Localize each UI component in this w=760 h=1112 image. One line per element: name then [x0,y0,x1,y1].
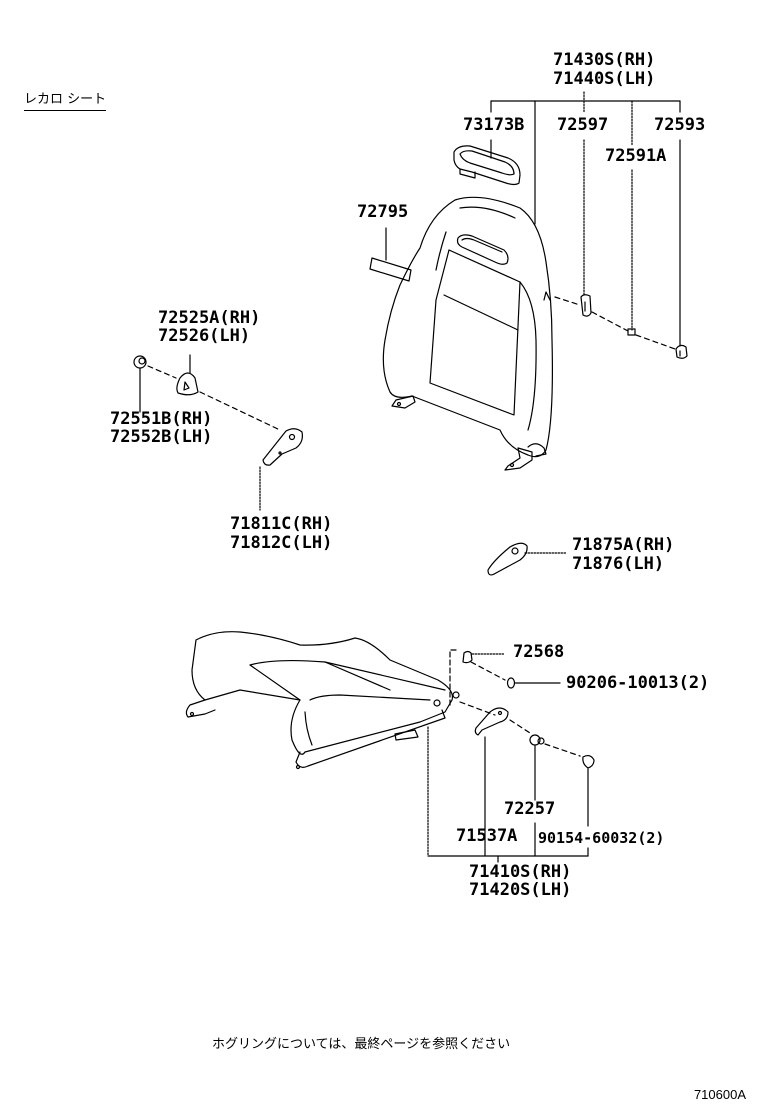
label-recliner-cover-lh[interactable]: 72526(LH) [158,326,251,346]
label-knob-lh[interactable]: 72552B(LH) [110,427,213,447]
label-cushion-assy-rh[interactable]: 71410S(RH) [469,862,572,882]
label-73173b[interactable]: 73173B [463,115,525,135]
recliner-cover-72525a[interactable] [176,372,199,396]
label-72795[interactable]: 72795 [357,202,409,222]
footnote: ホグリングについては、最終ページを参照ください [212,1037,511,1052]
strap-72795[interactable] [369,257,412,282]
screw-90206-10013[interactable] [506,677,516,689]
label-seatback-assy-rh[interactable]: 71430S(RH) [553,50,656,70]
cover-72568[interactable] [462,650,473,664]
knob-72551b[interactable] [133,355,147,369]
label-72591a[interactable]: 72591A [605,146,667,166]
label-hinge-cover-rh[interactable]: 71875A(RH) [572,535,675,555]
bolt-90154-60032[interactable] [582,754,595,769]
clip-72591a[interactable] [627,328,636,336]
bracket-71537a[interactable] [474,707,509,736]
label-recliner-cover-rh[interactable]: 72525A(RH) [158,308,261,328]
label-recliner-bracket-rh[interactable]: 71811C(RH) [230,514,333,534]
label-72597[interactable]: 72597 [557,115,609,135]
headrest-guide-73173b[interactable] [453,145,521,186]
label-cushion-assy-lh[interactable]: 71420S(LH) [469,880,572,900]
seatback-72795-body[interactable] [382,196,553,471]
cap-72593[interactable] [675,344,688,359]
label-screw-90154[interactable]: 90154-60032(2) [538,829,665,847]
label-71537a[interactable]: 71537A [456,826,518,846]
label-hinge-cover-lh[interactable]: 71876(LH) [572,554,665,574]
cover-72597[interactable] [580,294,592,317]
label-72568[interactable]: 72568 [513,642,565,662]
seat-cushion-body[interactable] [185,631,460,857]
seatback-leader-bracket [490,91,681,225]
recliner-bracket-71811c[interactable] [262,428,303,466]
hinge-cover-71875a[interactable] [487,542,528,576]
label-72257[interactable]: 72257 [504,799,556,819]
label-knob-rh[interactable]: 72551B(RH) [110,409,213,429]
label-72593[interactable]: 72593 [654,115,706,135]
figure-code: 710600A [693,1087,746,1102]
label-recliner-bracket-lh[interactable]: 71812C(LH) [230,533,333,553]
label-seatback-assy-lh[interactable]: 71440S(LH) [553,69,656,89]
label-screw-90206[interactable]: 90206-10013(2) [566,673,710,693]
bushing-72257[interactable] [529,734,545,746]
diagram-title: レカロ シート [24,88,107,111]
